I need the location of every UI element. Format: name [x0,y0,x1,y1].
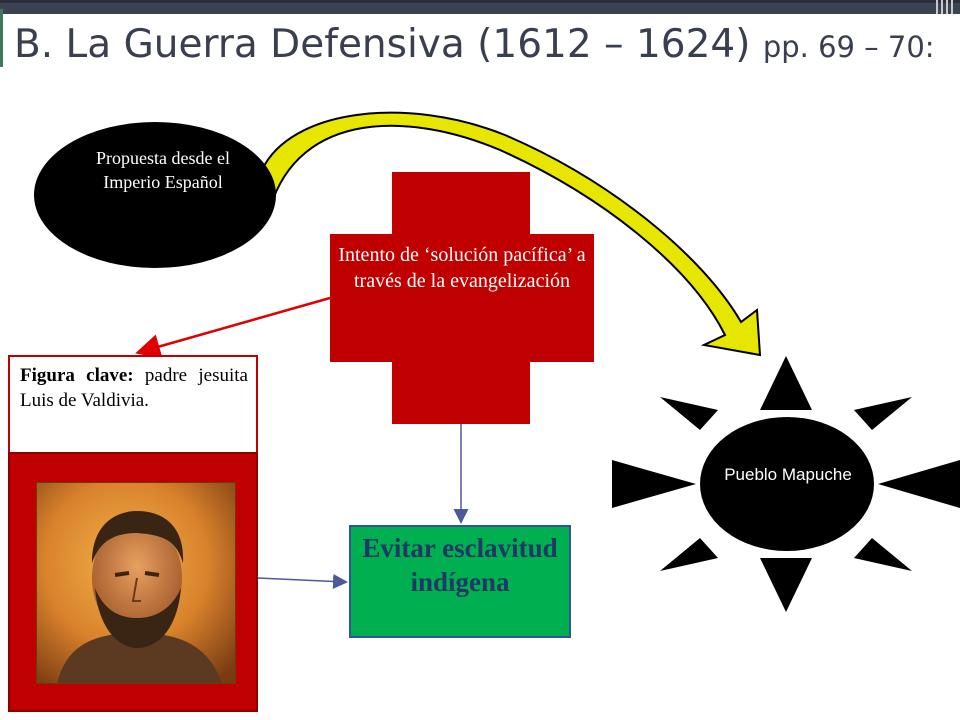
key-figure-text: Figura clave: padre jesuita Luis de Vald… [10,357,256,413]
curved-yellow-arrow [260,111,762,357]
connector-portrait-to-goal [257,573,348,589]
proposal-text: Propuesta desde el Imperio Español [96,148,230,192]
top-bar-accent [0,0,960,3]
goal-box: Evitar esclavitud indígena [349,525,571,638]
red-cross-shape [330,172,594,424]
portrait-painting [36,482,236,684]
goal-text: Evitar esclavitud indígena [362,533,558,597]
sun-burst-shape [612,356,960,612]
title-accent-mark [0,9,3,67]
proposal-ellipse [34,122,276,268]
top-bar [0,0,960,14]
key-figure-description: padre jesuita Luis de Valdivia. [20,365,248,411]
key-figure-box: Figura clave: padre jesuita Luis de Vald… [8,355,258,461]
people-text: Pueblo Mapuche [724,465,852,484]
corner-lines-icon [936,0,953,14]
slide-title-pages: pp. 69 – 70: [762,30,935,64]
connector-to-key-figure [135,296,331,359]
slide-title-main: B. La Guerra Defensiva (1612 – 1624) [14,22,763,67]
attempt-text: Intento de ‘solución pacífica’ a través … [338,244,586,292]
slide-title: B. La Guerra Defensiva (1612 – 1624) pp.… [14,22,954,70]
key-figure-label: Figura clave: [20,365,134,386]
